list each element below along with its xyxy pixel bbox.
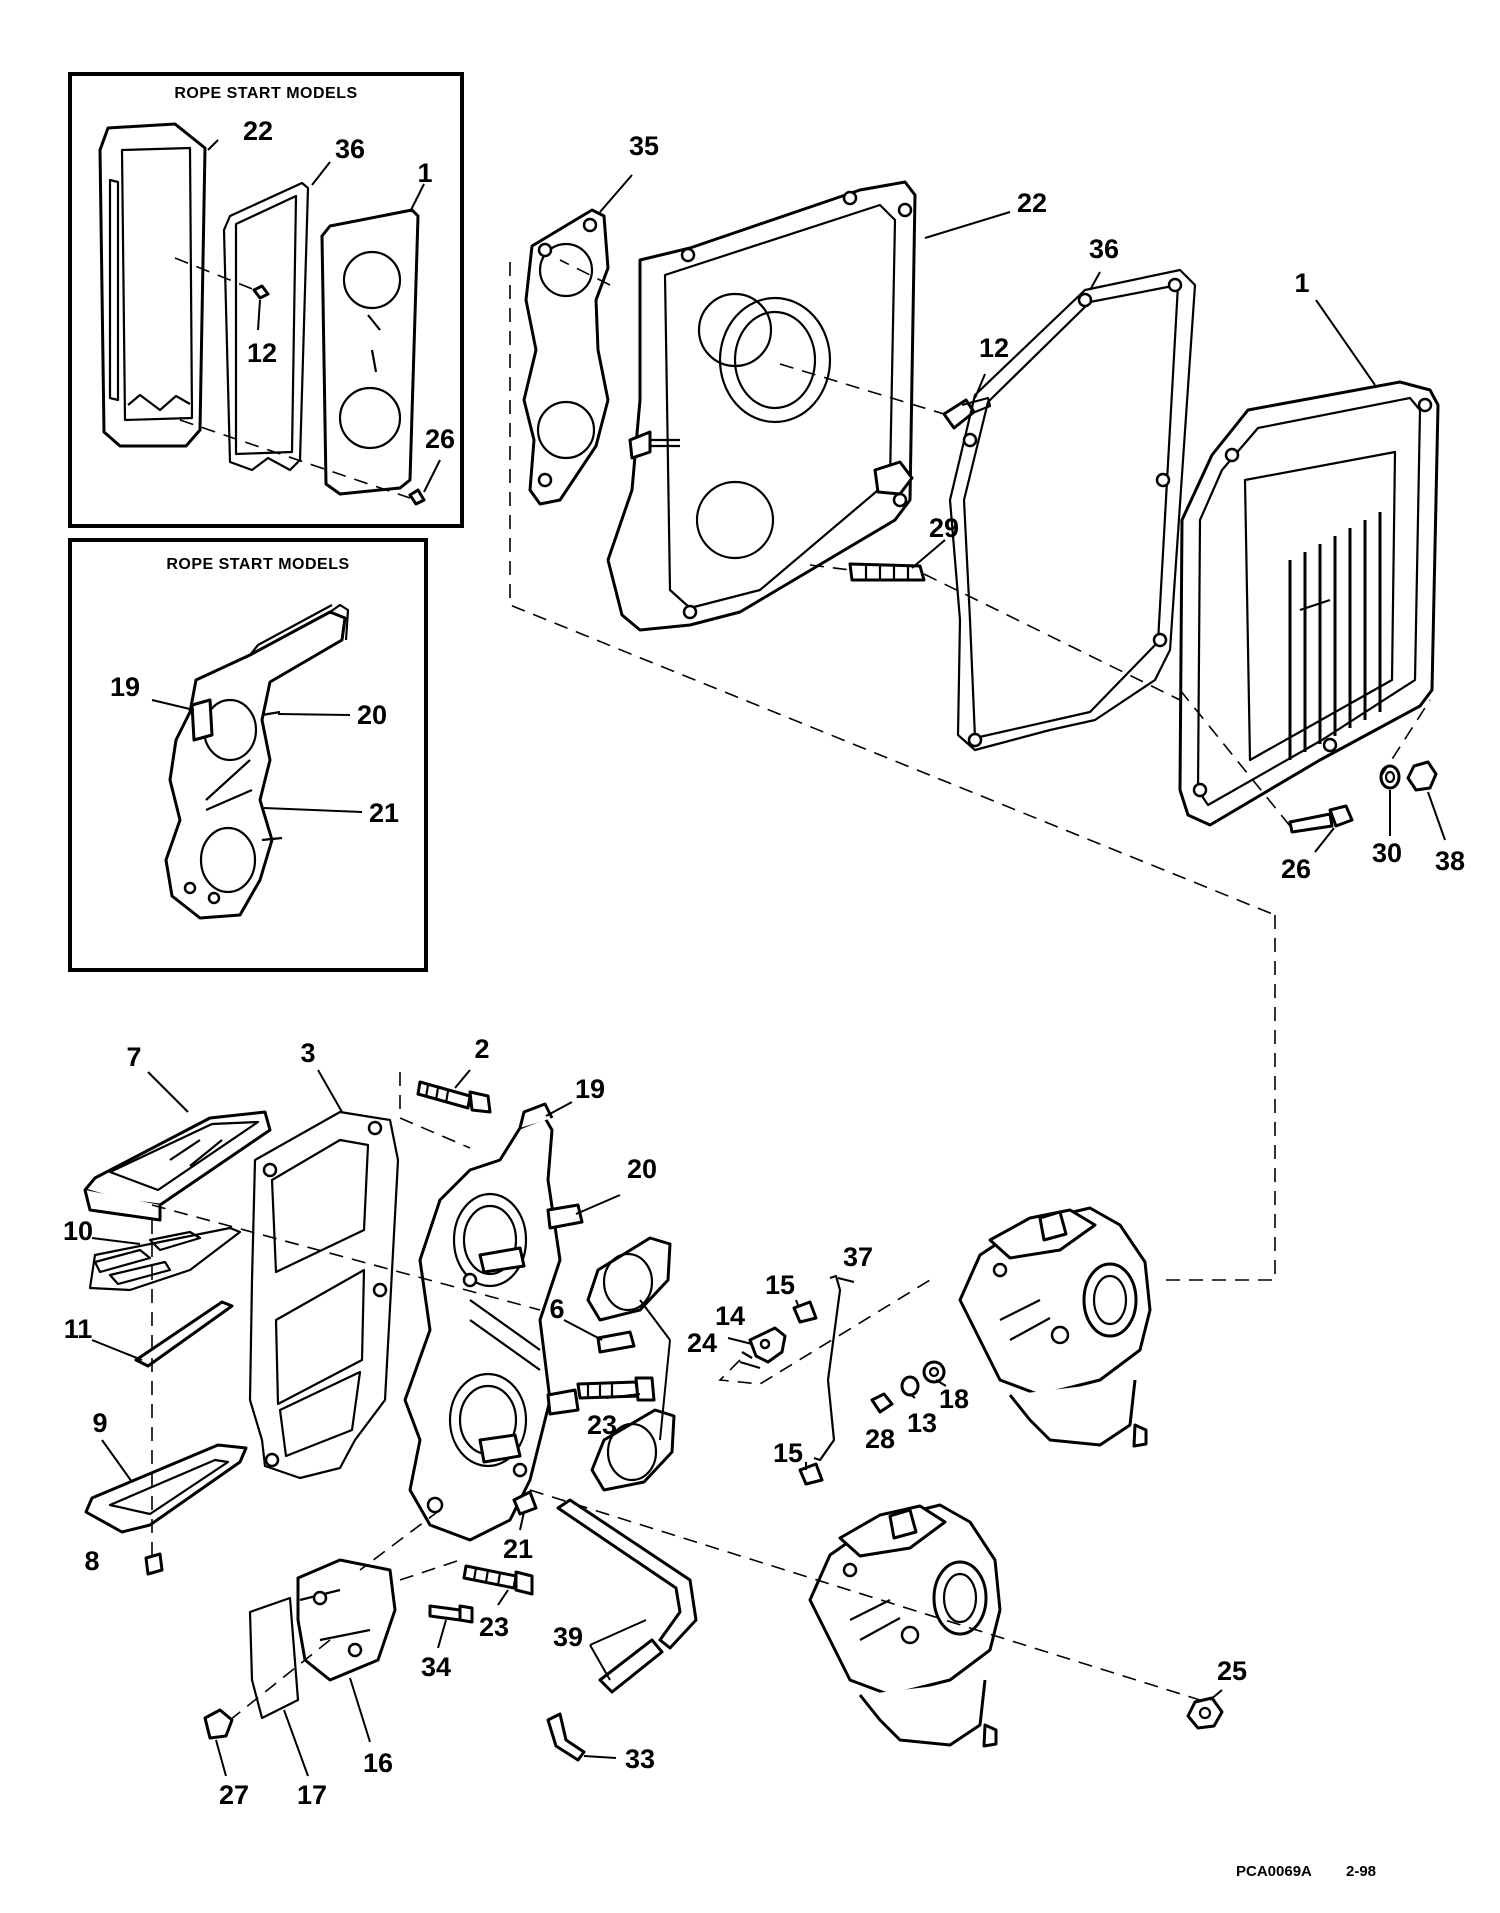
callout-9: 9 [92, 1408, 107, 1438]
screw [252, 284, 270, 300]
inset-rope-start-manifold: ROPE START MODELS 19 20 21 [68, 538, 428, 972]
callout-37: 37 [843, 1242, 873, 1272]
callout-20: 20 [627, 1154, 657, 1184]
drawing-code: PCA0069A [1236, 1863, 1312, 1880]
callout-25: 25 [1217, 1656, 1247, 1686]
callout-38: 38 [1435, 846, 1465, 876]
nut-25 [1186, 1696, 1224, 1730]
reed-petal-10 [88, 1226, 242, 1292]
intake-cover-housing [98, 122, 207, 448]
reed-block-7 [83, 1110, 272, 1222]
gasket-36 [948, 268, 1197, 752]
callout-11: 11 [64, 1314, 93, 1344]
screw-28 [870, 1392, 894, 1414]
cover-gasket [222, 181, 310, 472]
callout-6: 6 [549, 1294, 564, 1324]
callout-1: 1 [1294, 268, 1309, 298]
callout-28: 28 [865, 1424, 895, 1454]
callout-21: 21 [369, 798, 399, 828]
callout-12: 12 [247, 338, 277, 368]
bolt-6 [596, 1330, 636, 1354]
screw-8 [144, 1552, 164, 1576]
callout-27: 27 [219, 1780, 249, 1810]
callout-30: 30 [1372, 838, 1402, 868]
plate-17 [248, 1596, 300, 1720]
callout-36: 36 [335, 134, 365, 164]
gasket-35 [522, 208, 610, 506]
screw-27 [203, 1708, 234, 1740]
callout-15: 15 [773, 1438, 803, 1468]
bolt-26 [1288, 804, 1354, 834]
intake-manifold-19 [403, 1102, 584, 1542]
bolt [408, 488, 426, 506]
hose-clamp-33 [546, 1712, 586, 1762]
manifold-bracket-16 [296, 1558, 397, 1682]
inset-title: ROPE START MODELS [174, 85, 357, 102]
callout-34: 34 [421, 1652, 451, 1682]
callout-13: 13 [907, 1408, 937, 1438]
bolt-2 [416, 1080, 492, 1114]
reed-plate-9 [84, 1443, 248, 1534]
intake-manifold-rope [164, 603, 350, 920]
callout-22: 22 [1017, 188, 1047, 218]
cover-plate [320, 208, 420, 496]
callout-2: 2 [474, 1034, 489, 1064]
callout-33: 33 [625, 1744, 655, 1774]
callout-17: 17 [297, 1780, 327, 1810]
inset-rope-start-cover: ROPE START MODELS [68, 72, 464, 528]
callout-18: 18 [939, 1384, 969, 1414]
carburetor-lower [808, 1503, 1002, 1748]
callout-24: 24 [687, 1328, 717, 1358]
callout-35: 35 [629, 131, 659, 161]
washer-18 [922, 1360, 946, 1384]
fuel-hose-39 [556, 1498, 698, 1694]
drawing-date: 2-98 [1346, 1863, 1376, 1880]
washer-13 [900, 1375, 920, 1397]
carburetor-upper [958, 1206, 1152, 1448]
callout-29: 29 [929, 513, 959, 543]
main-cover-assembly: 35 22 36 1 12 29 26 30 38 [509, 131, 1465, 1281]
intake-cover-22 [606, 180, 917, 632]
callout-7: 7 [126, 1042, 141, 1072]
callout-39: 39 [553, 1622, 583, 1652]
nut-38 [1406, 760, 1438, 792]
main-carburetor-assembly: 2 7 3 19 20 10 6 24 15 37 14 11 23 18 13… [63, 1034, 1247, 1810]
callout-26: 26 [425, 424, 455, 454]
bolt-34 [428, 1604, 474, 1624]
callout-26: 26 [1281, 854, 1311, 884]
bolt-23-upper [576, 1376, 656, 1402]
intake-cover-1 [1178, 380, 1440, 827]
callout-19: 19 [575, 1074, 605, 1104]
callout-20: 20 [357, 700, 387, 730]
callout-21: 21 [503, 1534, 533, 1564]
reed-stop-11 [134, 1300, 234, 1368]
gasket-3 [248, 1110, 400, 1480]
callout-3: 3 [300, 1038, 315, 1068]
callout-23: 23 [587, 1410, 617, 1440]
inset-title: ROPE START MODELS [166, 556, 349, 573]
callout-8: 8 [84, 1546, 99, 1576]
callout-16: 16 [363, 1748, 393, 1778]
callout-19: 19 [110, 672, 140, 702]
bolt-23-lower [462, 1564, 534, 1596]
callout-10: 10 [63, 1216, 93, 1246]
knob-15-lower [798, 1462, 824, 1486]
callout-1: 1 [417, 158, 432, 188]
callout-15: 15 [765, 1270, 795, 1300]
callout-22: 22 [243, 116, 273, 146]
link-rod-37 [813, 1274, 842, 1462]
carb-gasket-24 [586, 1236, 676, 1492]
choke-bracket-14 [739, 1326, 787, 1370]
stud-29 [848, 562, 926, 582]
washer-30 [1379, 764, 1401, 790]
callout-36: 36 [1089, 234, 1119, 264]
callout-23: 23 [479, 1612, 509, 1642]
callout-12: 12 [979, 333, 1009, 363]
knob-15-upper [792, 1300, 818, 1324]
callout-14: 14 [715, 1301, 745, 1331]
